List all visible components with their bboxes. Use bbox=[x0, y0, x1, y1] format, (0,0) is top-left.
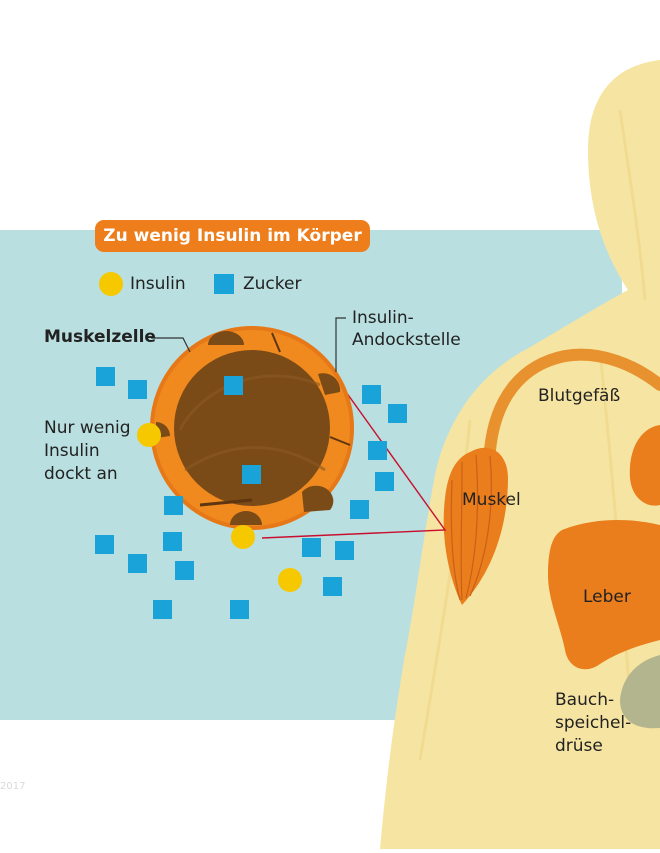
sugar-molecule bbox=[175, 561, 194, 580]
sugar-molecule bbox=[164, 496, 183, 515]
sugar-molecule bbox=[96, 367, 115, 386]
sugar-molecule bbox=[95, 535, 114, 554]
sugar-molecule bbox=[375, 472, 394, 491]
docking-site-label-line1: Insulin- bbox=[352, 308, 414, 328]
few-insulin-label-line2: Insulin bbox=[44, 441, 100, 461]
insulin-molecule bbox=[231, 525, 255, 549]
legend-insulin-label: Insulin bbox=[130, 274, 186, 294]
sugar-molecule bbox=[163, 532, 182, 551]
sugar-molecule bbox=[302, 538, 321, 557]
sugar-molecule bbox=[368, 441, 387, 460]
insulin-molecule bbox=[278, 568, 302, 592]
legend-insulin-marker bbox=[99, 272, 123, 296]
insulin-molecules bbox=[137, 423, 302, 592]
blood-vessel-label: Blutgefäß bbox=[538, 386, 621, 406]
sugar-molecule bbox=[128, 380, 147, 399]
docking-site-label-line2: Andockstelle bbox=[352, 330, 461, 350]
sugar-molecule bbox=[224, 376, 243, 395]
muscle-label: Muskel bbox=[462, 490, 521, 510]
sugar-molecule bbox=[362, 385, 381, 404]
footnote: 2017 bbox=[0, 781, 26, 792]
sugar-molecule bbox=[335, 541, 354, 560]
sugar-molecule bbox=[230, 600, 249, 619]
legend-sugar-label: Zucker bbox=[243, 274, 302, 294]
few-insulin-label-line1: Nur wenig bbox=[44, 418, 131, 438]
pancreas-label-line2: speichel- bbox=[555, 713, 632, 733]
sugar-molecule bbox=[323, 577, 342, 596]
blood-vessel bbox=[484, 348, 660, 456]
muscle-cell-label: Muskelzelle bbox=[44, 327, 156, 347]
docking-leader bbox=[335, 317, 346, 372]
few-insulin-label-line3: dockt an bbox=[44, 464, 118, 484]
sugar-molecules bbox=[95, 367, 407, 619]
liver-organ bbox=[548, 520, 660, 670]
sugar-molecule bbox=[242, 465, 261, 484]
sugar-molecule bbox=[350, 500, 369, 519]
sugar-molecule bbox=[153, 600, 172, 619]
muscle-fibers bbox=[450, 454, 492, 601]
heart-organ bbox=[629, 425, 660, 506]
diagram-title: Zu wenig Insulin im Körper bbox=[95, 220, 370, 252]
pancreas-organ bbox=[620, 655, 660, 729]
legend-sugar-marker bbox=[214, 274, 234, 294]
insulin-molecule bbox=[137, 423, 161, 447]
muscle-cell bbox=[150, 326, 354, 530]
muscle-cell-leader bbox=[151, 337, 191, 353]
pointer-lines bbox=[261, 377, 447, 539]
liver-label: Leber bbox=[583, 587, 631, 607]
sugar-molecule bbox=[128, 554, 147, 573]
pancreas-label-line3: drüse bbox=[555, 736, 603, 756]
pancreas-label-line1: Bauch- bbox=[555, 690, 615, 710]
sugar-molecule bbox=[388, 404, 407, 423]
